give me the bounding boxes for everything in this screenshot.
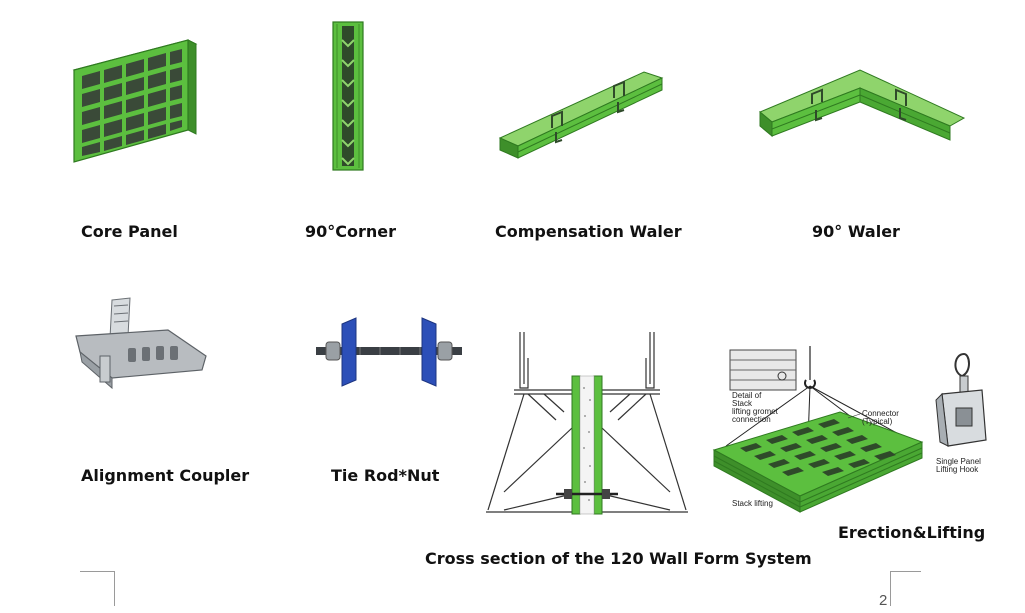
stack-detail-line-3: lifting gromet [732,407,779,416]
erection-lifting-drawing: Detail of Stack lifting gromet connectio… [710,346,930,518]
cross-section-drawing [484,328,690,518]
core-panel-image [70,36,200,168]
corner-90-image [328,20,368,172]
erection-lifting-caption: Erection&Lifting [838,523,986,542]
stack-detail-line-1: Detail of [732,391,762,400]
connector-label-1: Connector [862,409,899,418]
hook-label-1: Single Panel [936,457,981,466]
stack-detail-line-2: Stack [732,399,753,408]
hook-label-2: Lifting Hook [936,465,979,474]
stack-lifting-label: Stack lifting [732,499,773,508]
tie-rod-nut-caption: Tie Rod*Nut [331,466,440,485]
single-panel-hook-drawing: Single Panel Lifting Hook [928,350,994,478]
compensation-waler-caption: Compensation Waler [495,222,682,241]
waler-90-caption: 90° Waler [812,222,900,241]
crop-mark-left [80,571,115,606]
compensation-waler-image [494,66,672,162]
stack-detail-line-4: connection [732,415,771,424]
waler-90-image [756,66,968,146]
alignment-coupler-image [72,296,212,392]
page-number: 2 [879,592,888,609]
alignment-coupler-caption: Alignment Coupler [81,466,250,485]
cross-section-caption: Cross section of the 120 Wall Form Syste… [425,549,812,568]
corner-90-caption: 90°Corner [305,222,397,241]
core-panel-caption: Core Panel [81,222,178,241]
crop-mark-right [890,571,921,606]
tie-rod-nut-image [310,316,468,388]
connector-label-2: (Typical) [862,417,893,426]
